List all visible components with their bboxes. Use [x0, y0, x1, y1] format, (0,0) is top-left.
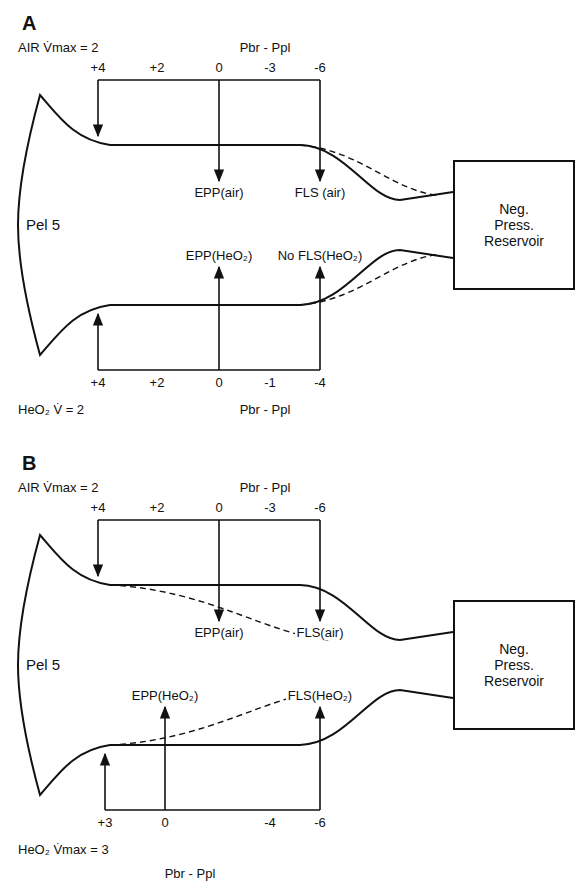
pressure-value: -4	[262, 815, 278, 830]
pressure-value: +2	[148, 500, 167, 515]
condition-label: HeO₂ V̇ = 2	[16, 402, 86, 417]
airway-shape: Pel 5	[0, 440, 460, 880]
point-label: EPP(air)	[192, 625, 245, 640]
pressure-value: 0	[213, 375, 224, 390]
point-label: FLS (air)	[293, 185, 348, 200]
pressure-value: -3	[262, 60, 278, 75]
pressure-value: 0	[159, 815, 170, 830]
condition-label: HeO₂ V̇max = 3	[16, 842, 111, 857]
pressure-value: +2	[148, 60, 167, 75]
panel-letter: B	[20, 452, 38, 474]
pressure-value: +4	[89, 375, 108, 390]
pressure-value: +2	[148, 375, 167, 390]
condition-label: AIR V̇max = 2	[16, 40, 101, 55]
point-label: EPP(air)	[192, 185, 245, 200]
pressure-value: 0	[213, 60, 224, 75]
panel-letter: A	[20, 12, 38, 34]
airway-shape: Pel 5	[0, 0, 460, 440]
lung-label: Pel 5	[26, 216, 60, 233]
airway-outline	[0, 0, 460, 440]
point-label: EPP(HeO₂)	[130, 688, 200, 703]
pressure-value: -3	[262, 500, 278, 515]
pressure-value: +3	[96, 815, 115, 830]
lung-label: Pel 5	[26, 656, 60, 673]
axis-label: Pbr - Ppl	[238, 40, 293, 55]
pressure-value: -4	[312, 375, 328, 390]
point-label: EPP(HeO₂)	[184, 248, 254, 263]
pressure-value: 0	[213, 500, 224, 515]
axis-label: Pbr - Ppl	[163, 866, 218, 881]
point-label: FLS(air)	[295, 625, 346, 640]
pressure-value: +4	[89, 500, 108, 515]
pressure-value: +4	[89, 60, 108, 75]
condition-label: AIR V̇max = 2	[16, 480, 101, 495]
axis-label: Pbr - Ppl	[238, 480, 293, 495]
reservoir-label: Neg. Press. Reservoir	[478, 641, 550, 689]
point-label: FLS(HeO₂)	[286, 688, 354, 703]
axis-label: Pbr - Ppl	[238, 402, 293, 417]
pressure-value: -1	[262, 375, 278, 390]
reservoir-box: Neg. Press. Reservoir	[453, 160, 575, 290]
pressure-value: -6	[312, 60, 328, 75]
reservoir-box: Neg. Press. Reservoir	[453, 600, 575, 730]
pressure-value: -6	[312, 815, 328, 830]
point-label: No FLS(HeO₂)	[276, 248, 365, 263]
pressure-value: -6	[312, 500, 328, 515]
reservoir-label: Neg. Press. Reservoir	[478, 201, 550, 249]
airway-outline	[0, 440, 460, 880]
